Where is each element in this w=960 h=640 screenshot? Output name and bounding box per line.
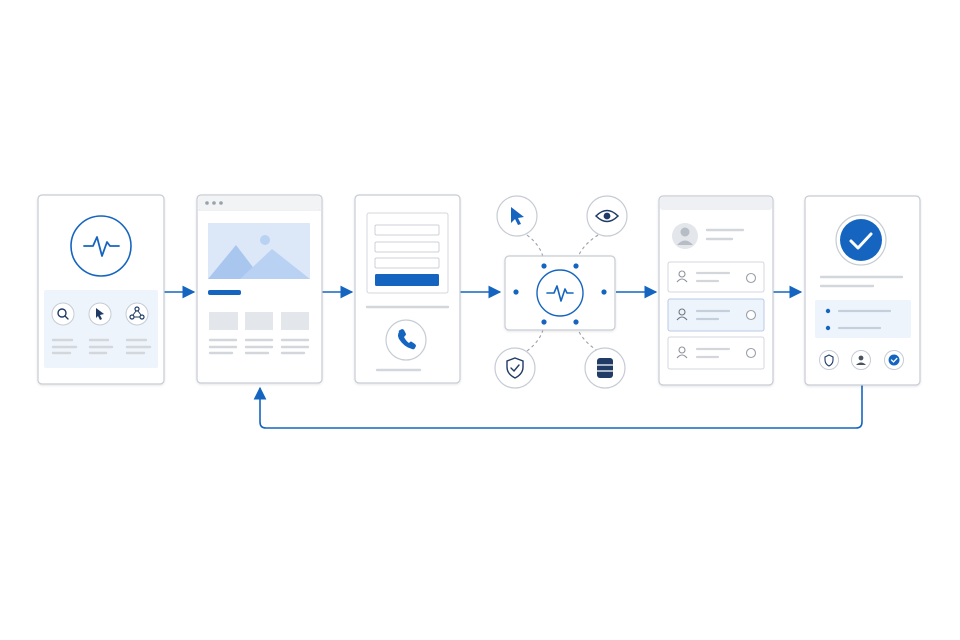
accent-bar [208,290,241,295]
window-dot [205,201,209,205]
user-icon [676,346,688,359]
image-placeholder-icon [208,223,310,279]
summary-panel [815,300,911,338]
phone-icon[interactable] [385,319,427,361]
form-field[interactable] [374,224,440,236]
user-icon [676,270,688,283]
user-icon [676,308,688,321]
thumb-placeholder [281,312,309,330]
radio-button[interactable] [745,309,757,321]
radio-button[interactable] [745,272,757,284]
card-confirmation[interactable] [804,195,921,386]
profile-lines [705,228,745,241]
list-item[interactable] [667,336,765,370]
user-icon[interactable] [851,350,871,370]
list-item-selected[interactable] [667,298,765,332]
thumb-placeholder [245,312,273,330]
shield-check-icon[interactable] [494,347,536,389]
cursor-icon[interactable] [88,302,112,326]
window-dot [212,201,216,205]
tools-panel [44,290,158,368]
tool-label-lines [51,338,152,355]
submit-button[interactable] [375,274,439,286]
database-icon[interactable] [584,347,626,389]
share-icon[interactable] [125,302,149,326]
hub-network [494,195,628,389]
eye-icon[interactable] [586,195,628,237]
hub-port-dots [513,263,607,325]
pulse-icon [536,269,584,317]
loop-back-arrow [253,385,863,429]
avatar [672,223,698,249]
window-dot [219,201,223,205]
connectors [164,285,863,429]
card-form[interactable] [354,194,461,384]
cursor-icon[interactable] [496,195,538,237]
card-user-list[interactable] [658,195,774,386]
list-item[interactable] [667,261,765,293]
card-browser[interactable] [196,194,323,384]
thumb-placeholder [209,312,238,330]
shield-check-icon[interactable] [819,350,839,370]
card-overview[interactable] [37,194,165,385]
check-circle-icon[interactable] [884,350,904,370]
pulse-icon [70,215,132,277]
search-icon[interactable] [51,302,75,326]
check-circle-icon [835,214,887,266]
thumb-caption-lines [208,338,310,355]
radio-button[interactable] [745,347,757,359]
form-field[interactable] [374,241,440,253]
form-field[interactable] [374,257,440,269]
